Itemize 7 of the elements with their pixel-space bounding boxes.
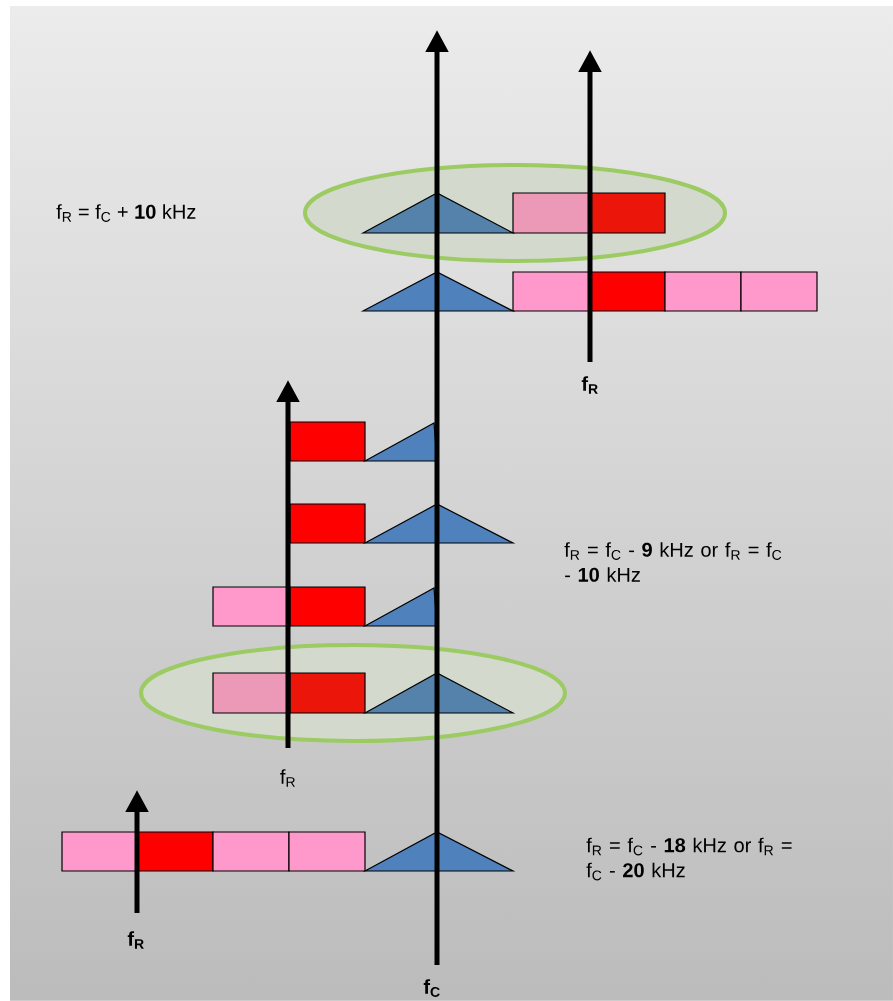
formula-text: f$_{R}$ = f$_{C}$ + 10 kHz xyxy=(56,204,196,222)
frequency-label: f$_{R}$ xyxy=(127,931,144,949)
formula-text: f$_{R}$ = f$_{C}$ - 18 kHz or f$_{R}$ = f$_{C}$ - 20 kHz xyxy=(586,837,792,881)
formula-text: f$_{R}$ = f$_{C}$ - 9 kHz or f$_{R}$ = f$_{C}$ - 10 kHz xyxy=(564,542,782,582)
frequency-label: f$_{R}$ xyxy=(581,376,598,394)
frequency-label: f$_{C}$ xyxy=(423,979,440,997)
frequency-label: f$_{R}$ xyxy=(280,769,295,787)
